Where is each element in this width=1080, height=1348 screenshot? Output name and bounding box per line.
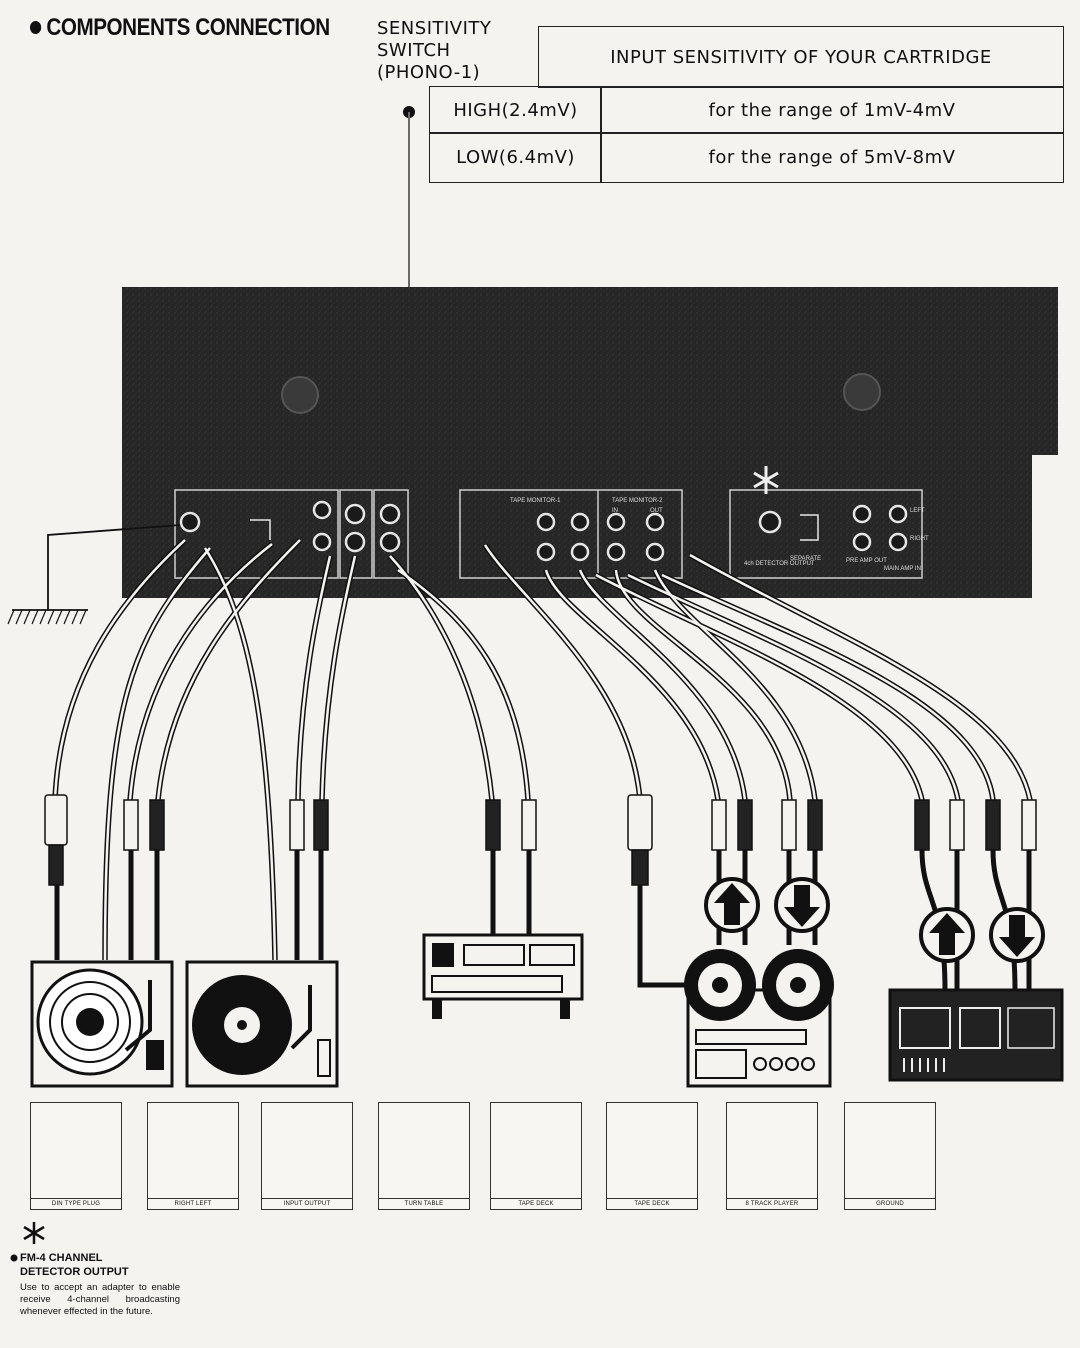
- cassette-deck: [888, 988, 1064, 1082]
- plugs: [44, 794, 1037, 886]
- left-label: LEFT: [910, 508, 925, 514]
- 8-track-player: [422, 933, 584, 1019]
- legend-caption: GROUND: [845, 1198, 935, 1207]
- detector-label: 4ch DETECTOR OUTPUT: [744, 561, 815, 567]
- table-header: INPUT SENSITIVITY OF YOUR CARTRIDGE: [538, 26, 1064, 88]
- legend-item: INPUT OUTPUT: [261, 1102, 353, 1210]
- asterisk-icon: [753, 466, 779, 494]
- legend-caption: 8 TRACK PLAYER: [727, 1198, 817, 1207]
- legend-item: TAPE DECK: [606, 1102, 698, 1210]
- output-arrow-icon: [774, 877, 830, 933]
- out-label: OUT: [650, 508, 663, 514]
- page-title: COMPONENTS CONNECTION: [30, 14, 330, 42]
- tuner-panel: [373, 489, 409, 579]
- din-plug-icon: [44, 794, 68, 886]
- input-arrow-icon: [919, 907, 975, 963]
- legend-item: TURN TABLE: [378, 1102, 470, 1210]
- legend-caption: RIGHT LEFT: [148, 1198, 238, 1207]
- legend-item: RIGHT LEFT: [147, 1102, 239, 1210]
- asterisk-icon: [23, 1222, 45, 1244]
- turntable-1: [30, 960, 174, 1088]
- feet-screw-icon: [281, 376, 319, 414]
- page-title-text: COMPONENTS CONNECTION: [46, 14, 330, 41]
- cables: [52, 537, 1033, 961]
- bullet-dot: [10, 1254, 18, 1262]
- tape-monitor-panel: [459, 489, 683, 579]
- pre-amp-out-label: PRE AMP OUT: [846, 558, 887, 564]
- input-arrow-icon: [704, 877, 760, 933]
- range-text: for the range of 5mV-8mV: [708, 147, 956, 168]
- amplifier-rear: TAPE MONITOR-1 TAPE MONITOR-2 IN OUT LEF…: [122, 287, 1058, 598]
- range-text: for the range of 1mV-4mV: [708, 99, 956, 121]
- phono-panel: [174, 489, 339, 579]
- legend-caption: TAPE DECK: [607, 1198, 697, 1207]
- legend-item: 8 TRACK PLAYER: [726, 1102, 818, 1210]
- note-body: Use to accept an adapter to enable recei…: [20, 1282, 180, 1317]
- bullet-dot: [30, 21, 42, 34]
- switch-label-line: SENSITIVITY: [377, 18, 492, 39]
- feet-screw-icon: [843, 373, 881, 411]
- legend-caption: DIN TYPE PLUG: [31, 1198, 121, 1207]
- right-label: RIGHT: [910, 536, 929, 542]
- tape-monitor-2-label: TAPE MONITOR-2: [612, 498, 663, 504]
- legend-caption: TAPE DECK: [491, 1198, 581, 1207]
- switch-label-line: (PHONO-1): [377, 62, 481, 83]
- table-header-text: INPUT SENSITIVITY OF YOUR CARTRIDGE: [610, 46, 992, 68]
- reel-tape-deck: [684, 949, 834, 1088]
- row-setting-high: HIGH(2.4mV): [429, 86, 602, 134]
- tape-monitor-1-label: TAPE MONITOR-1: [510, 498, 561, 504]
- din-plug-icon: [627, 794, 653, 886]
- preamp-panel: [729, 489, 923, 579]
- turntable-2: [185, 960, 339, 1088]
- legend-item: TAPE DECK: [490, 1102, 582, 1210]
- row-range-high: for the range of 1mV-4mV: [600, 86, 1064, 134]
- output-arrow-icon: [989, 907, 1045, 963]
- aux-panel: [339, 489, 373, 579]
- legend-caption: INPUT OUTPUT: [262, 1198, 352, 1207]
- legend-item: DIN TYPE PLUG: [30, 1102, 122, 1210]
- setting-text: HIGH(2.4mV): [453, 99, 578, 121]
- in-label: IN: [612, 508, 618, 514]
- note-title: FM-4 CHANNEL DETECTOR OUTPUT: [20, 1251, 129, 1279]
- note-title-line: DETECTOR OUTPUT: [20, 1266, 129, 1278]
- row-range-low: for the range of 5mV-8mV: [600, 132, 1064, 183]
- ground-terminal-icon: [179, 511, 201, 533]
- note-title-line: FM-4 CHANNEL: [20, 1252, 103, 1264]
- switch-label-line: SWITCH: [377, 40, 451, 61]
- io-arrow-badges: [704, 877, 1045, 963]
- separate-label: SEPARATE: [790, 556, 821, 562]
- legend-item: GROUND: [844, 1102, 936, 1210]
- main-amp-in-label: MAIN AMP IN: [884, 566, 921, 572]
- sensitivity-switch-label: SENSITIVITY SWITCH (PHONO-1): [377, 18, 491, 84]
- row-setting-low: LOW(6.4mV): [429, 132, 602, 183]
- legend-caption: TURN TABLE: [379, 1198, 469, 1207]
- ground-wire: [7, 524, 181, 625]
- setting-text: LOW(6.4mV): [456, 147, 575, 168]
